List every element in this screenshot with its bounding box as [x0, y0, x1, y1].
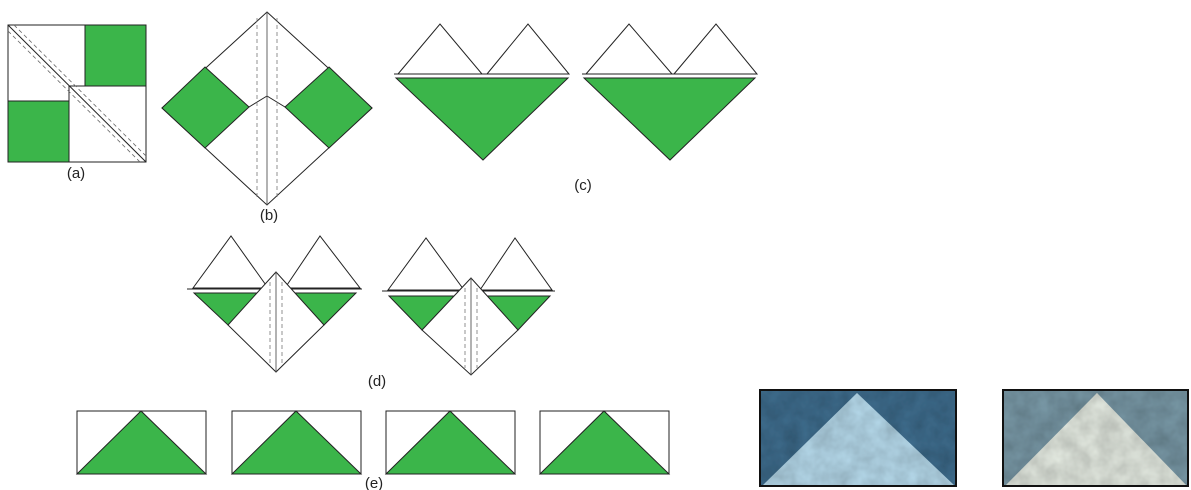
- step-a-seam-line: [13, 24, 147, 157]
- step-e-green-goose: [75, 410, 208, 475]
- step-a-seam-line: [7, 30, 141, 163]
- step-b-green-left: [161, 66, 250, 149]
- step-d-unit-1: [187, 235, 362, 373]
- step-b-green-right: [284, 66, 373, 149]
- label-c: (c): [574, 177, 592, 194]
- step-c-green-triangle: [582, 77, 757, 161]
- step-e-green-goose: [384, 410, 517, 475]
- step-e-unit: [75, 410, 208, 475]
- step-c-small-triangle: [485, 23, 571, 75]
- fabric-photo-1: [759, 389, 957, 487]
- step-b-diamond: [161, 11, 373, 206]
- photo-1-frame: [759, 389, 957, 487]
- step-d-small-triangle: [192, 235, 269, 289]
- step-d-unit-2: [382, 237, 555, 376]
- step-e-unit: [230, 410, 363, 475]
- step-c-green-triangle: [394, 77, 570, 161]
- step-d-center-fold: [421, 277, 519, 376]
- step-d-small-triangle: [387, 237, 465, 291]
- photo-2-goose-triangle: [1005, 393, 1187, 486]
- step-d-small-triangle: [479, 237, 553, 291]
- step-e-unit: [384, 410, 517, 475]
- step-d-small-triangle: [284, 235, 362, 289]
- label-d: (d): [368, 373, 386, 390]
- photo-2-frame: [1002, 389, 1189, 487]
- step-c-unit-2: [582, 23, 759, 161]
- photo-1-goose-triangle: [762, 393, 955, 486]
- step-a-square: [7, 24, 147, 163]
- label-b: (b): [260, 207, 278, 224]
- step-e-green-goose: [230, 410, 363, 475]
- step-c-small-triangle: [672, 23, 759, 75]
- step-e-unit: [538, 410, 671, 475]
- label-e: (e): [365, 475, 383, 490]
- step-a-green-bottom-left: [7, 100, 70, 163]
- step-c-small-triangle: [584, 23, 674, 75]
- step-c-unit-1: [394, 23, 571, 161]
- step-e-green-goose: [538, 410, 671, 475]
- label-a: (a): [67, 165, 85, 182]
- fabric-photo-2: [1002, 389, 1189, 487]
- step-b-panel-line: [248, 95, 268, 108]
- step-a-diagonal: [7, 24, 147, 163]
- step-a-green-top-right: [84, 24, 147, 87]
- step-b-panel-line: [266, 95, 286, 108]
- step-c-small-triangle: [396, 23, 484, 75]
